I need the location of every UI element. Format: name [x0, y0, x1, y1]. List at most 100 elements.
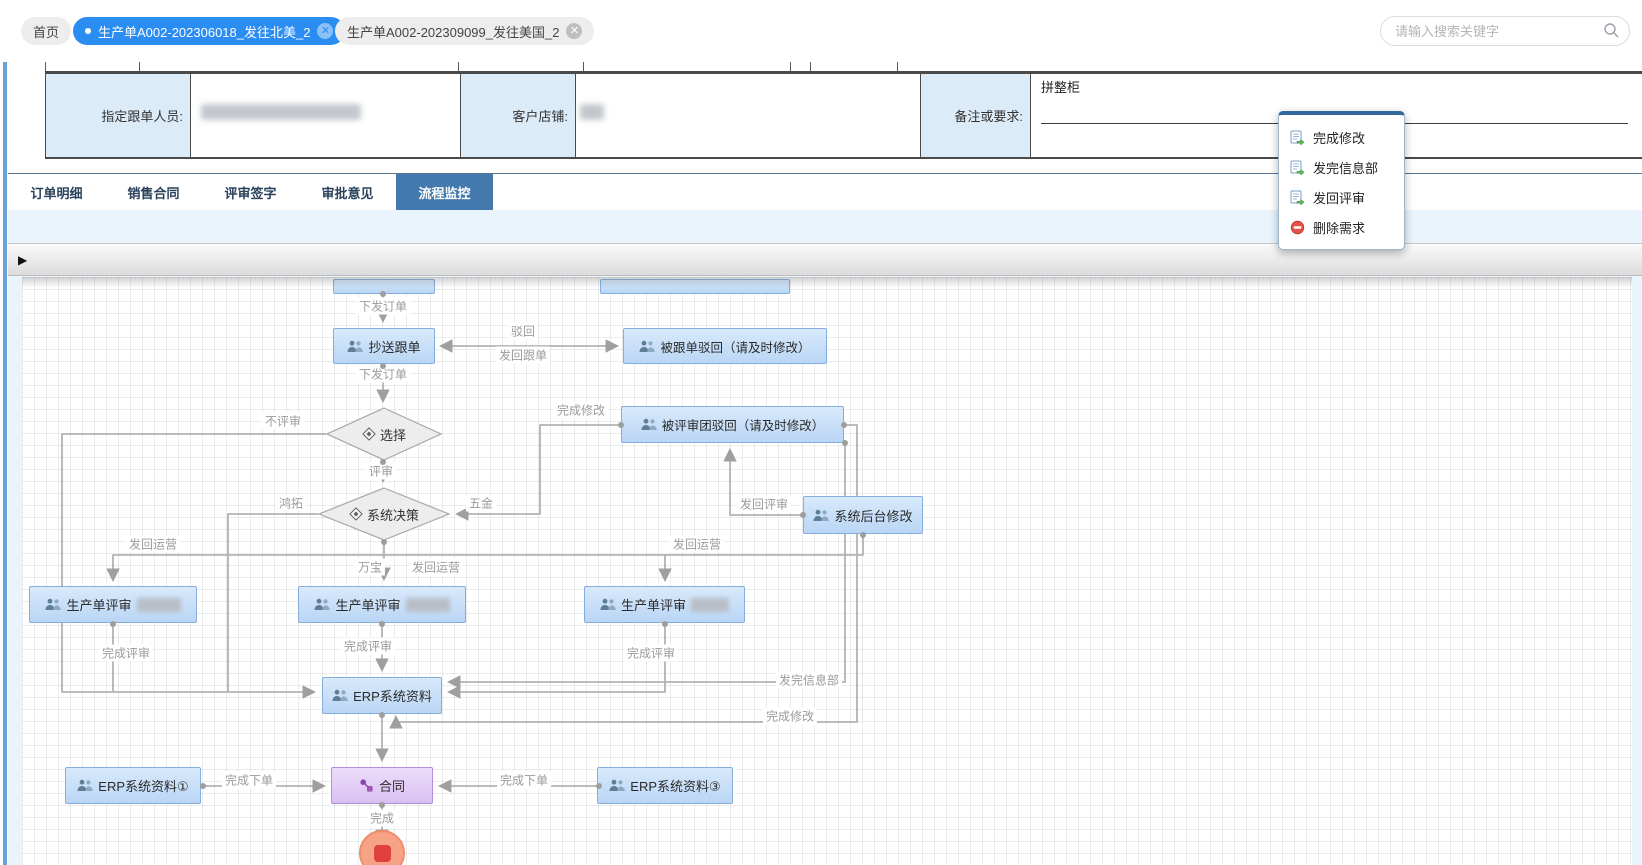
node-label: 系统决策: [366, 507, 419, 523]
tab-order-detail[interactable]: 订单明细: [30, 186, 83, 201]
people-icon: [639, 340, 656, 352]
edge-label: 发回跟单: [495, 346, 551, 364]
follow-up-value: [191, 74, 461, 157]
node-label: ERP系统资料①: [98, 779, 189, 794]
edge-label: 下发订单: [355, 365, 411, 383]
edge-label: 评审: [365, 462, 397, 480]
follow-up-label: 指定跟单人员:: [46, 74, 191, 157]
menu-item-delete-request[interactable]: 删除需求: [1279, 212, 1404, 242]
node-label: 被评审团驳回（请及时修改）: [661, 419, 825, 433]
people-icon: [45, 598, 62, 610]
close-tab-icon[interactable]: ✕: [317, 23, 334, 39]
edge-label: 下发订单: [355, 297, 411, 315]
doc-tab-label: 生产单A002-202306018_发往北美_2: [98, 24, 311, 40]
node-label: ERP系统资料③: [630, 779, 721, 794]
edge-label: 完成修改: [553, 401, 609, 419]
redacted-text: [201, 104, 361, 120]
edge-label: 完成下单: [496, 771, 552, 789]
search-icon[interactable]: [1603, 22, 1620, 44]
tab-sales-contract[interactable]: 销售合同: [127, 186, 180, 201]
remark-value: 拼整柜: [1041, 80, 1081, 95]
doc-forward-icon: [1290, 160, 1305, 175]
home-tab-label: 首页: [33, 24, 60, 40]
close-tab-icon[interactable]: ✕: [566, 23, 583, 39]
redacted-text: [580, 104, 604, 120]
node-copy-follow[interactable]: 抄送跟单: [333, 328, 435, 364]
table-border: [897, 62, 898, 71]
doc-tab-active[interactable]: 生产单A002-202306018_发往北美_2 ✕: [73, 17, 346, 45]
menu-item-label: 发回评审: [1313, 190, 1366, 206]
doc-tab-label: 生产单A002-202309099_发往美国_2: [347, 24, 560, 40]
node-contract[interactable]: 合同: [331, 767, 433, 804]
order-info-row: 指定跟单人员: 客户店铺: 备注或要求: 拼整柜: [45, 71, 1642, 159]
people-icon: [641, 418, 657, 430]
edge-label: 发回评审: [736, 495, 792, 513]
edge-label: 鸿拓: [275, 494, 307, 512]
contract-icon: [360, 779, 373, 792]
node-label: 合同: [378, 779, 405, 794]
menu-item-label: 完成修改: [1313, 130, 1366, 146]
edge-label: 完成评审: [98, 644, 154, 662]
node-label: 抄送跟单: [368, 339, 421, 355]
node-choose-gateway[interactable]: 选择: [325, 407, 443, 461]
table-border: [45, 62, 46, 71]
shop-value: [576, 74, 921, 157]
remove-icon: [1290, 220, 1305, 234]
menu-item-label: 发完信息部: [1313, 160, 1379, 176]
search-input[interactable]: [1380, 16, 1630, 46]
menu-item-send-info-dept[interactable]: 发完信息部: [1279, 152, 1404, 182]
people-icon: [314, 598, 331, 610]
tab-review-sign[interactable]: 评审签字: [224, 186, 277, 201]
edge-label: 发回运营: [669, 535, 725, 553]
node-review-1[interactable]: 生产单评审: [29, 586, 197, 623]
doc-tab-inactive[interactable]: 生产单A002-202309099_发往美国_2 ✕: [335, 17, 595, 45]
edge-label: 完成下单: [221, 771, 277, 789]
node-label: 被跟单驳回（请及时修改）: [660, 340, 811, 355]
node-partial-top-right[interactable]: [600, 279, 790, 294]
expand-icon[interactable]: ▶: [18, 252, 28, 267]
tab-approval-opinion[interactable]: 审批意见: [321, 186, 374, 201]
home-tab[interactable]: 首页: [21, 17, 72, 45]
people-icon: [813, 509, 830, 521]
people-icon: [77, 779, 94, 791]
redacted-text: [405, 597, 450, 612]
node-review-2[interactable]: 生产单评审: [298, 586, 466, 623]
node-label: 生产单评审: [335, 598, 401, 613]
node-erp-1[interactable]: ERP系统资料①: [65, 767, 201, 804]
redacted-text: [691, 597, 729, 612]
node-review-3[interactable]: 生产单评审: [584, 586, 745, 623]
table-border: [458, 62, 459, 71]
redacted-text: [136, 597, 181, 612]
gateway-icon: [362, 427, 376, 441]
tab-process-monitor[interactable]: 流程监控: [396, 174, 493, 211]
stop-icon: [373, 844, 391, 862]
node-partial-top-left[interactable]: [333, 279, 435, 294]
node-rejected-by-review[interactable]: 被评审团驳回（请及时修改）: [621, 406, 844, 443]
people-icon: [347, 340, 364, 352]
top-bar: 首页 生产单A002-202306018_发往北美_2 ✕ 生产单A002-20…: [0, 0, 1642, 62]
unsaved-dot-icon: [85, 28, 91, 34]
node-erp-center[interactable]: ERP系统资料: [322, 677, 442, 714]
doc-forward-icon: [1290, 190, 1305, 205]
people-icon: [609, 779, 626, 791]
edge-label: 完成: [366, 809, 398, 827]
node-system-decision-gateway[interactable]: 系统决策: [317, 487, 451, 541]
node-rejected-by-follow[interactable]: 被跟单驳回（请及时修改）: [623, 328, 827, 364]
context-menu: 完成修改 发完信息部 发回评审 删除需求: [1278, 111, 1405, 250]
remark-label: 备注或要求:: [921, 74, 1031, 157]
edge-label: 驳回: [507, 322, 539, 340]
table-border: [810, 62, 811, 71]
people-icon: [600, 598, 616, 610]
edge-label: 万宝: [354, 558, 386, 576]
menu-item-send-back-review[interactable]: 发回评审: [1279, 182, 1404, 212]
node-label: ERP系统资料: [353, 689, 432, 704]
table-border: [583, 62, 584, 71]
edge-label: 发完信息部: [775, 671, 843, 689]
node-erp-3[interactable]: ERP系统资料③: [597, 767, 733, 804]
node-backend-modify[interactable]: 系统后台修改: [803, 496, 923, 534]
menu-item-finish-modify[interactable]: 完成修改: [1279, 122, 1404, 152]
edge-label: 发回运营: [408, 558, 464, 576]
edge-label: 不评审: [261, 412, 305, 430]
node-label: 生产单评审: [620, 598, 686, 613]
